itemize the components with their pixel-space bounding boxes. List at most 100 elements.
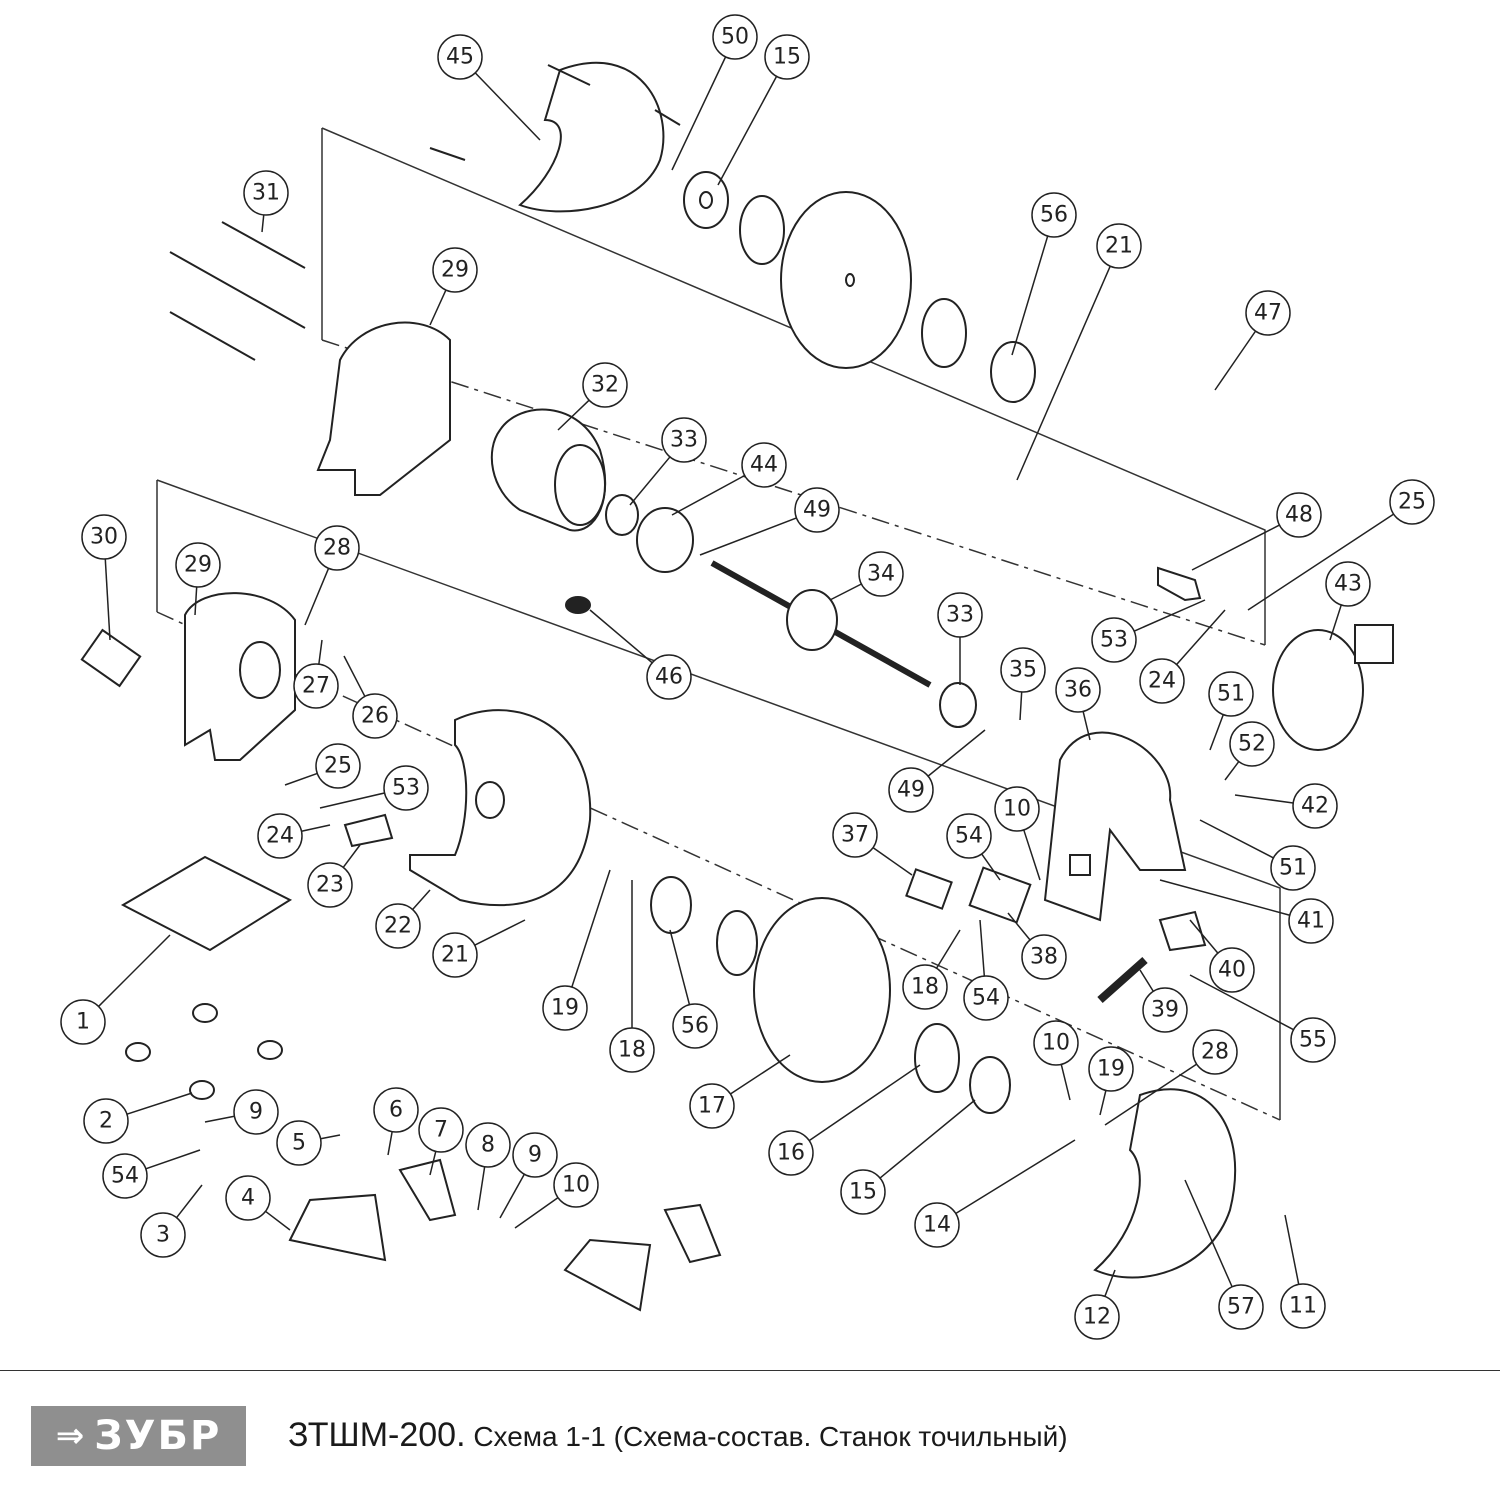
part-callout: 19 [542, 985, 588, 1031]
callout-leader [104, 558, 111, 641]
part-number: 37 [841, 823, 869, 848]
callout-circle [946, 813, 992, 859]
callout-circle [832, 812, 878, 858]
callout-leader [629, 456, 671, 506]
callout-circle [888, 767, 934, 813]
part-number: 54 [955, 824, 983, 849]
callout-leader [342, 844, 361, 868]
wheel-guard-lower-right [1093, 1088, 1237, 1279]
part-number: 7 [434, 1118, 448, 1143]
rubber-foot [125, 1042, 151, 1062]
part-number: 44 [750, 453, 778, 478]
eye-shield [563, 1238, 652, 1312]
callout-circle [1276, 492, 1322, 538]
callout-leader [126, 1092, 193, 1115]
callout-circle [1389, 479, 1435, 525]
callout-leader [318, 639, 323, 665]
part-callout: 51 [1270, 845, 1316, 891]
plate [343, 813, 394, 848]
part-number: 21 [1105, 234, 1133, 259]
callout-circle [858, 551, 904, 597]
strain-relief [1097, 957, 1148, 1003]
rotor [786, 589, 838, 651]
part-callout: 57 [1218, 1284, 1264, 1330]
eye-shield [288, 1193, 387, 1262]
part-callout: 23 [307, 862, 353, 908]
callout-circle [432, 247, 478, 293]
shield-bracket [663, 1203, 722, 1264]
callout-leader [1104, 1269, 1116, 1297]
callout-leader [981, 853, 1001, 881]
part-callout: 19 [1088, 1046, 1134, 1092]
callout-circle [1091, 617, 1137, 663]
cable-clamp [1158, 910, 1207, 952]
callout-leader [514, 1197, 559, 1229]
callout-leader [343, 655, 366, 697]
arrow-icon: ⇒ [55, 1416, 85, 1456]
callout-circle [307, 862, 353, 908]
part-number: 42 [1301, 794, 1329, 819]
part-callout: 21 [432, 932, 478, 978]
callout-leader [1247, 513, 1395, 611]
part-number: 33 [670, 428, 698, 453]
callout-circle [102, 1153, 148, 1199]
brand-name: ЗУБР [94, 1413, 222, 1459]
callout-circle [661, 417, 707, 463]
callout-circle [60, 999, 106, 1045]
part-callout: 33 [661, 417, 707, 463]
callout-circle [741, 442, 787, 488]
part-number: 3 [156, 1223, 170, 1248]
part-callout: 33 [937, 592, 983, 638]
part-number: 4 [241, 1186, 255, 1211]
callout-circle [1292, 783, 1338, 829]
callout-circle [1325, 561, 1371, 607]
callout-leader [1133, 599, 1206, 632]
callout-leader [301, 824, 331, 833]
part-number: 24 [1148, 669, 1176, 694]
schema-description: Схема 1-1 (Схема-состав. Станок точильны… [473, 1421, 1068, 1452]
part-callout: 25 [315, 743, 361, 789]
power-plug [1354, 624, 1394, 664]
washer [716, 910, 758, 976]
part-number: 5 [292, 1131, 306, 1156]
callout-leader [589, 609, 653, 664]
callout-circle [257, 813, 303, 859]
part-callout: 37 [832, 812, 878, 858]
plate [1157, 566, 1202, 602]
callout-circle [175, 542, 221, 588]
part-number: 19 [551, 996, 579, 1021]
part-number: 19 [1097, 1057, 1125, 1082]
part-callout: 16 [768, 1130, 814, 1176]
part-callout: 10 [553, 1162, 599, 1208]
rubber-foot [189, 1080, 215, 1100]
callout-circle [1031, 192, 1077, 238]
part-callout: 17 [689, 1083, 735, 1129]
callout-leader [1189, 974, 1294, 1031]
part-number: 38 [1030, 945, 1058, 970]
part-number: 10 [1003, 797, 1031, 822]
switch-plate [968, 866, 1032, 924]
part-callout: 7 [418, 1107, 464, 1153]
part-callout: 49 [794, 487, 840, 533]
callout-circle [314, 525, 360, 571]
part-callout: 2 [83, 1098, 129, 1144]
callout-circle [902, 964, 948, 1010]
part-number: 11 [1289, 1294, 1317, 1319]
callout-circle [1055, 667, 1101, 713]
part-callout: 50 [712, 14, 758, 60]
callout-leader [474, 919, 526, 946]
callout-leader [175, 1184, 203, 1219]
callout-circle [1290, 1017, 1336, 1063]
callout-circle [646, 654, 692, 700]
part-number: 46 [655, 665, 683, 690]
part-number: 36 [1064, 678, 1092, 703]
assembly-frame-lines [156, 127, 1281, 1121]
part-callout: 3 [140, 1212, 186, 1258]
rubber-foot [192, 1003, 218, 1023]
part-callout: 52 [1229, 721, 1275, 767]
part-number: 1 [76, 1010, 90, 1035]
part-number: 6 [389, 1098, 403, 1123]
washer [914, 1023, 960, 1093]
callout-circle [1218, 1284, 1264, 1330]
callout-circle [994, 786, 1040, 832]
